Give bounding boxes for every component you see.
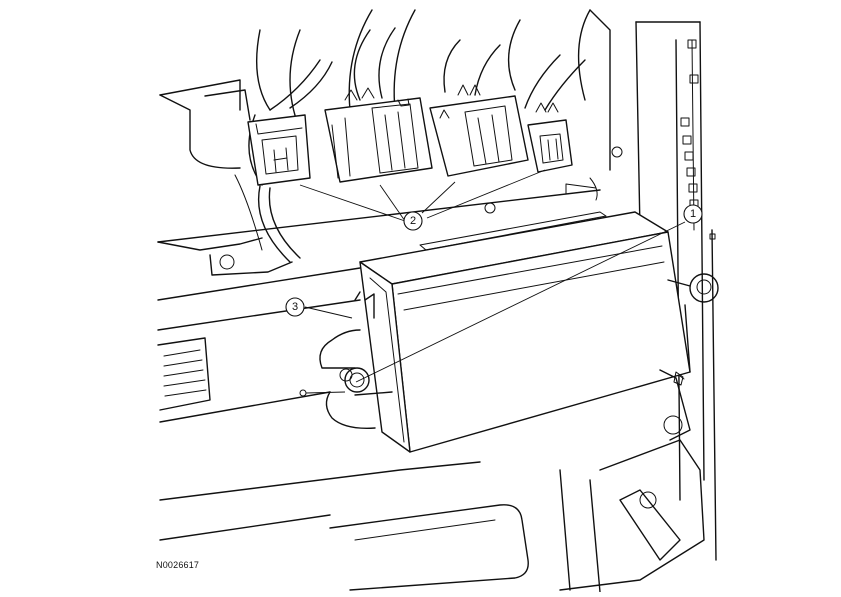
connector-d [527, 119, 573, 173]
callout-1: 1 [683, 204, 703, 224]
callout-1-label: 1 [690, 208, 696, 220]
background-structure [157, 9, 717, 593]
callout-2-label: 2 [410, 215, 416, 227]
callout-3-label: 3 [292, 301, 298, 313]
connector-a [247, 114, 311, 186]
callout-3: 3 [285, 297, 305, 317]
callout-2: 2 [403, 211, 423, 231]
electrical-connectors [247, 95, 573, 186]
wiring-harness [234, 27, 586, 263]
connector-c [429, 95, 529, 177]
leader-lines [299, 169, 686, 383]
figure-id: N0026617 [156, 560, 200, 570]
connector-b [324, 97, 433, 183]
control-module [299, 211, 719, 453]
